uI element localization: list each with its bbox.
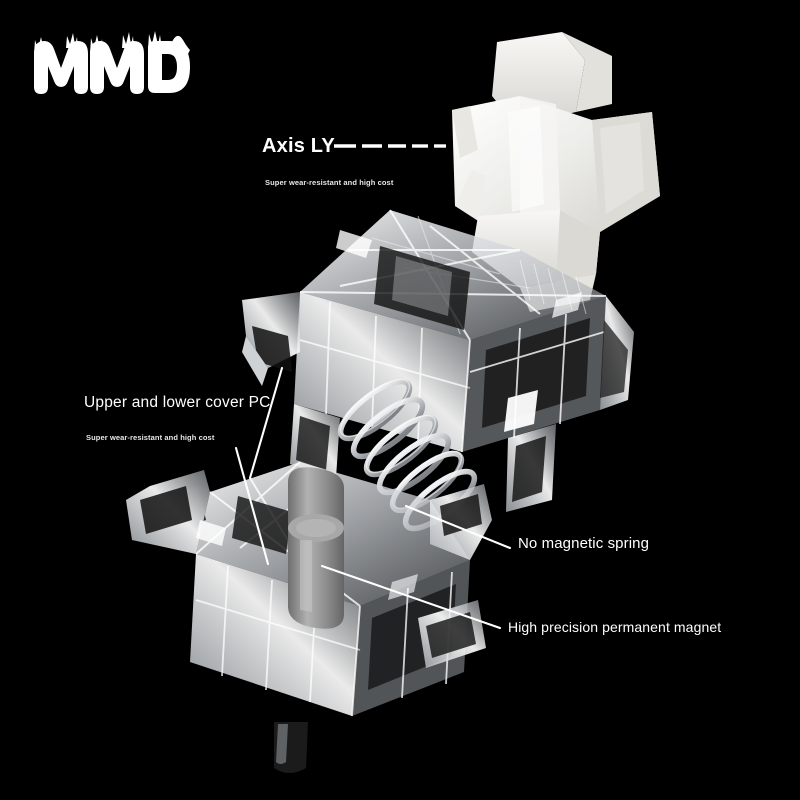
callout-axis-ly: Axis LY Super wear-resistant and high co…: [262, 136, 393, 187]
callout-connectors: [234, 144, 512, 630]
callout-upper-lower-cover-title: Upper and lower cover PC: [84, 394, 271, 411]
callout-spring-title: No magnetic spring: [518, 535, 650, 552]
brand-logo: [28, 24, 208, 104]
callout-axis-ly-subtitle: Super wear-resistant and high cost: [265, 178, 394, 187]
callout-upper-lower-cover-subtitle: Super wear-resistant and high cost: [86, 432, 215, 442]
callout-spring: No magnetic spring: [518, 536, 649, 551]
part-upper-cover: [242, 209, 634, 512]
part-magnet: [288, 467, 344, 629]
callout-axis-ly-title: Axis LY: [262, 135, 335, 157]
part-lower-cover: [126, 461, 492, 773]
callout-upper-lower-cover: Upper and lower cover PC Super wear-resi…: [84, 395, 271, 442]
callout-magnet: High precision permanent magnet: [508, 620, 721, 634]
logo-letters: [34, 31, 190, 94]
callout-magnet-title: High precision permanent magnet: [508, 619, 722, 635]
